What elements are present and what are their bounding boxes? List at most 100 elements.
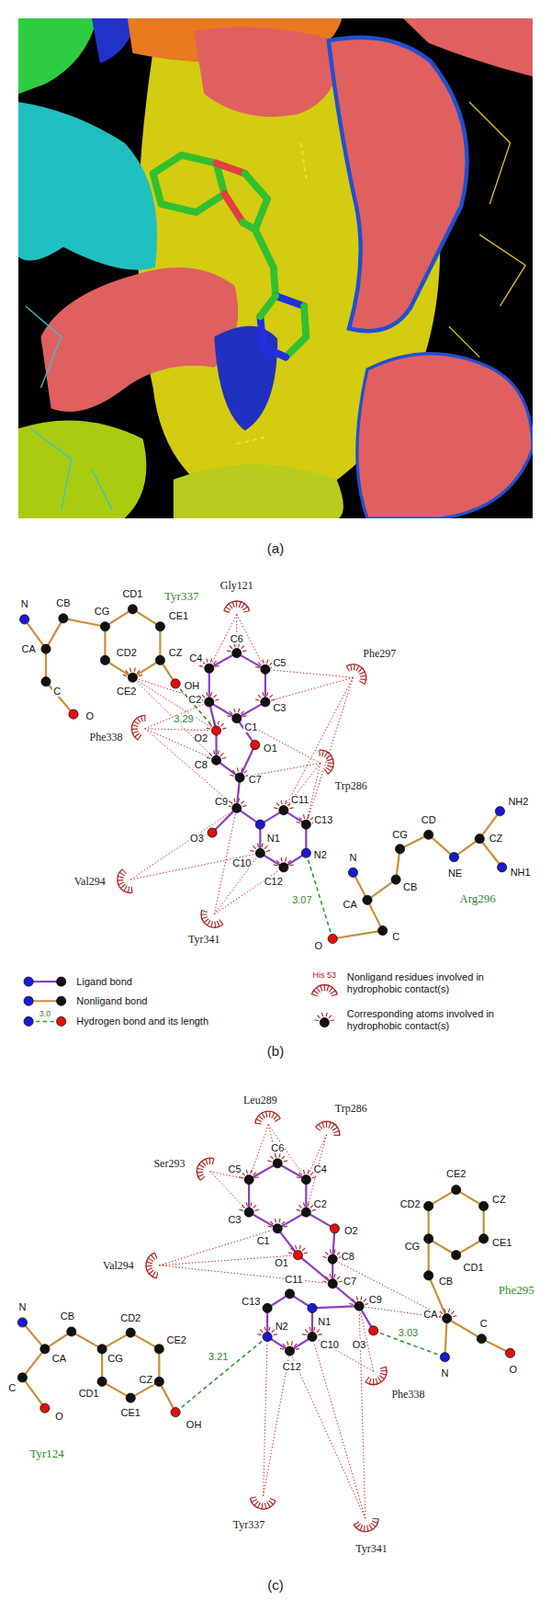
nonligand-bond — [22, 1321, 45, 1349]
atom-spoke — [283, 1225, 288, 1226]
bond-length: 3.03 — [397, 1326, 419, 1338]
atom-label: C1 — [256, 1235, 271, 1246]
residue-spoke — [327, 762, 335, 764]
atom-spoke — [303, 1201, 304, 1205]
atom-label: CA — [341, 899, 358, 910]
atom-label: C2 — [313, 1198, 328, 1209]
contact-lines — [130, 613, 447, 1518]
surface-shape — [285, 305, 306, 358]
atom-spoke — [329, 1248, 331, 1252]
atom-spoke — [253, 1171, 257, 1175]
surface-shape — [224, 193, 243, 223]
atom-spoke — [316, 1014, 320, 1018]
residue-arc — [131, 714, 146, 740]
atom-spoke — [274, 1217, 276, 1222]
residue-spoke — [359, 674, 367, 677]
residue-spoke — [203, 918, 209, 923]
atom-label: C6 — [229, 633, 245, 644]
residue-spoke — [363, 1524, 366, 1531]
residue-spoke — [326, 984, 329, 990]
atom-label: CA — [422, 1308, 439, 1319]
atom-spoke — [213, 749, 215, 754]
nonligand-bond — [45, 618, 64, 649]
atom-spoke — [287, 1339, 289, 1344]
atom-spoke — [276, 802, 280, 806]
atom-dot — [284, 1288, 294, 1298]
atom-spoke — [295, 1244, 297, 1249]
residue-spoke — [134, 720, 139, 725]
atom-dot — [327, 1253, 338, 1263]
atom-spoke — [209, 722, 213, 726]
residue-spoke — [209, 1157, 211, 1164]
atom-spoke — [253, 1203, 257, 1207]
atom-dot — [476, 1333, 486, 1343]
nonligand-bond — [22, 1348, 45, 1377]
atom-spoke — [258, 662, 261, 665]
nonligand-bond — [367, 899, 383, 930]
atom-spoke — [289, 807, 293, 809]
contact-line — [145, 703, 204, 728]
atom-dot — [449, 852, 459, 862]
residue-spoke — [315, 1126, 322, 1131]
atom-spoke — [304, 1328, 308, 1332]
residue-label: Leu289 — [242, 1093, 279, 1105]
residue-spoke — [225, 606, 232, 610]
atom-spoke — [211, 691, 213, 696]
residue-spoke — [353, 663, 356, 671]
atom-label: O3 — [351, 1338, 368, 1350]
legend-sample-label: 3.0 — [38, 1009, 53, 1018]
contact-line — [314, 1341, 366, 1518]
atom-spoke — [255, 698, 259, 700]
atom-label: NE — [447, 867, 463, 878]
contact-line — [270, 676, 353, 700]
residue-spoke — [273, 1113, 279, 1119]
atom-spoke — [295, 1347, 300, 1349]
atom-spoke — [213, 660, 216, 664]
residue-spoke — [261, 1501, 264, 1508]
residue-spoke — [120, 883, 125, 888]
surface-shape — [236, 142, 307, 444]
atom-label: N — [348, 852, 358, 863]
atom-dot — [56, 995, 67, 1005]
residue-arc — [196, 1157, 214, 1180]
atom-spoke — [222, 727, 226, 729]
atom-dot — [170, 678, 180, 688]
contact-line — [250, 1124, 269, 1174]
atom-spoke — [226, 715, 231, 717]
atom-spoke — [302, 1247, 305, 1250]
atom-dot — [474, 833, 484, 844]
atom-spoke — [262, 691, 264, 696]
atom-spoke — [273, 807, 278, 809]
atom-spoke — [211, 658, 213, 663]
residue-label: Phe338 — [390, 1387, 426, 1399]
contact-line — [158, 1229, 272, 1265]
atom-dot — [255, 819, 265, 829]
surface-shape — [18, 419, 147, 518]
atom-spoke — [241, 1171, 245, 1175]
atom-dot — [68, 708, 79, 719]
ligand-bond — [239, 744, 256, 778]
residue-spoke — [213, 921, 216, 928]
atom-spoke — [293, 1342, 297, 1346]
atom-spoke — [244, 769, 248, 773]
atom-spoke — [276, 859, 280, 863]
atom-label: CE2 — [445, 1168, 467, 1179]
atom-dot — [327, 1278, 338, 1288]
atom-dot — [155, 654, 165, 664]
residue-spoke — [242, 606, 248, 610]
residue-spoke — [326, 764, 333, 767]
nonligand-bond — [22, 1376, 45, 1407]
atom-dot — [424, 1270, 434, 1280]
atom-spoke — [298, 816, 302, 820]
atom-spoke — [452, 1315, 457, 1316]
atom-dot — [235, 772, 245, 782]
atom-dot — [327, 933, 338, 943]
atom-spoke — [241, 766, 243, 771]
atom-spoke — [288, 859, 292, 863]
atom-label: O2 — [343, 1225, 360, 1236]
atom-spoke — [206, 658, 208, 663]
atom-dot — [127, 604, 137, 614]
residue-spoke — [131, 886, 134, 893]
atom-spoke — [303, 813, 304, 818]
residue-spoke — [367, 1524, 370, 1530]
